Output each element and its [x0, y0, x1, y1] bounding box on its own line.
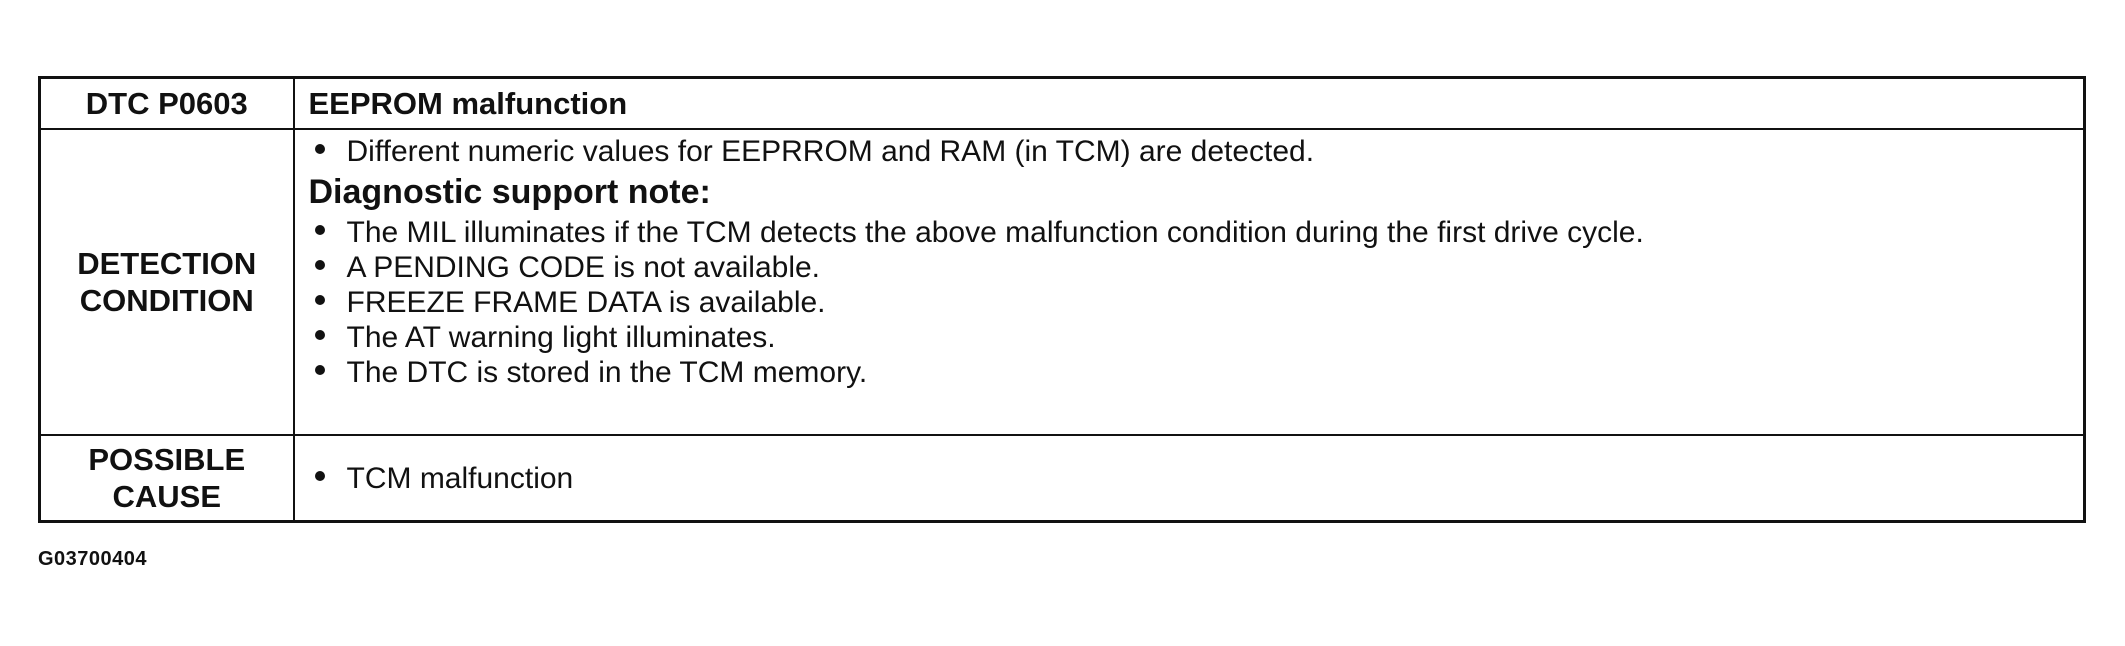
dtc-table: DTC P0603 EEPROM malfunction DETECTION C…	[38, 76, 2086, 523]
detection-label-line-2: CONDITION	[79, 283, 254, 318]
dtc-code-cell: DTC P0603	[38, 76, 295, 130]
cause-label-line-2: CAUSE	[112, 479, 221, 514]
list-item: TCM malfunction	[309, 461, 2084, 496]
detection-content-cell: Different numeric values for EEPRROM and…	[292, 128, 2086, 436]
header-row: DTC P0603 EEPROM malfunction	[38, 76, 2086, 130]
bullet-icon	[314, 260, 325, 270]
cause-label-line-1: POSSIBLE	[88, 442, 246, 477]
cause-list: TCM malfunction	[309, 461, 2084, 496]
dtc-title-cell: EEPROM malfunction	[292, 76, 2086, 130]
bullet-icon	[314, 470, 325, 481]
list-item: A PENDING CODE is not available.	[309, 250, 2084, 285]
detection-intro-list: Different numeric values for EEPRROM and…	[309, 134, 2084, 169]
list-item: The DTC is stored in the TCM memory.	[309, 355, 2084, 390]
bullet-icon	[314, 144, 325, 154]
detection-row: DETECTION CONDITION Different numeric va…	[38, 128, 2086, 436]
bullet-icon	[314, 295, 325, 305]
bullet-icon	[314, 225, 325, 235]
list-item-text: The AT warning light illuminates.	[346, 321, 776, 354]
support-note-list: The MIL illuminates if the TCM detects t…	[309, 215, 2084, 390]
list-item-text: The MIL illuminates if the TCM detects t…	[346, 216, 1644, 249]
support-note-heading: Diagnostic support note:	[308, 173, 711, 211]
cause-content-cell: TCM malfunction	[292, 434, 2086, 523]
list-item: Different numeric values for EEPRROM and…	[309, 134, 2084, 169]
dtc-code: DTC P0603	[85, 86, 248, 121]
list-item: FREEZE FRAME DATA is available.	[309, 285, 2084, 320]
bullet-icon	[314, 330, 325, 340]
list-item-text: FREEZE FRAME DATA is available.	[346, 286, 826, 319]
detection-label-line-1: DETECTION	[77, 246, 257, 281]
cause-row: POSSIBLE CAUSE TCM malfunction	[38, 434, 2086, 523]
list-item-text: TCM malfunction	[346, 461, 574, 495]
list-item-text: The DTC is stored in the TCM memory.	[346, 356, 868, 389]
bullet-icon	[314, 365, 325, 375]
list-item-text: A PENDING CODE is not available.	[346, 251, 821, 284]
detection-label-cell: DETECTION CONDITION	[38, 128, 295, 436]
cause-label-cell: POSSIBLE CAUSE	[38, 434, 295, 523]
list-item-text: Different numeric values for EEPRROM and…	[346, 135, 1315, 168]
figure-code: G03700404	[38, 548, 148, 570]
list-item: The MIL illuminates if the TCM detects t…	[309, 215, 2084, 250]
list-item: The AT warning light illuminates.	[309, 320, 2084, 355]
dtc-title: EEPROM malfunction	[308, 85, 628, 121]
